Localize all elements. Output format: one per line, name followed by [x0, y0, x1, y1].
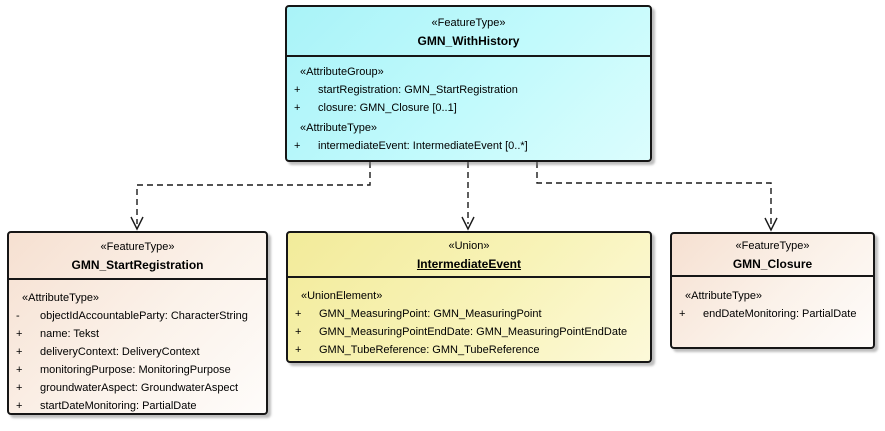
attribute-text: deliveryContext: DeliveryContext — [40, 346, 200, 358]
class-name: GMN_Closure — [732, 257, 813, 271]
attribute-row: + deliveryContext: DeliveryContext — [9, 343, 266, 361]
class-header: «FeatureType» GMN_WithHistory — [287, 7, 650, 57]
attribute-text: closure: GMN_Closure [0..1] — [318, 102, 457, 114]
class-name: GMN_WithHistory — [417, 34, 520, 48]
connector-withhistory-to-closure[interactable] — [536, 162, 778, 232]
attribute-row: + GMN_MeasuringPoint: GMN_MeasuringPoint — [288, 305, 650, 323]
open-arrowhead-icon — [461, 216, 475, 231]
visibility-symbol: + — [294, 84, 301, 96]
class-header: «Union» IntermediateEvent — [288, 233, 650, 278]
section-heading: «AttributeType» — [22, 292, 100, 304]
attribute-text: objectIdAccountableParty: CharacterStrin… — [40, 310, 248, 322]
connector-withhistory-to-intermediateevent[interactable] — [461, 162, 475, 231]
attribute-text: monitoringPurpose: MonitoringPurpose — [40, 364, 231, 376]
attribute-text: GMN_MeasuringPoint: GMN_MeasuringPoint — [319, 308, 542, 320]
attribute-text: GMN_MeasuringPointEndDate: GMN_Measuring… — [319, 326, 628, 338]
attribute-text: startRegistration: GMN_StartRegistration — [318, 84, 518, 96]
attribute-text: groundwaterAspect: GroundwaterAspect — [40, 382, 239, 394]
uml-class-gmn-startregistration[interactable]: «FeatureType» GMN_StartRegistration «Att… — [7, 231, 268, 415]
section-heading: «AttributeGroup» — [300, 66, 384, 78]
attribute-row: + monitoringPurpose: MonitoringPurpose — [9, 361, 266, 379]
class-attributes: «AttributeType» - objectIdAccountablePar… — [9, 280, 266, 415]
uml-class-gmn-withhistory[interactable]: «FeatureType» GMN_WithHistory «Attribute… — [285, 5, 652, 162]
visibility-symbol: + — [16, 382, 23, 394]
attribute-row: + endDateMonitoring: PartialDate — [672, 305, 873, 323]
attribute-text: startDateMonitoring: PartialDate — [40, 400, 197, 412]
stereotype-label: «FeatureType» — [100, 241, 175, 253]
attribute-row: + startDateMonitoring: PartialDate — [9, 397, 266, 415]
attribute-row: + intermediateEvent: IntermediateEvent [… — [287, 137, 650, 155]
attribute-row: + GMN_MeasuringPointEndDate: GMN_Measuri… — [288, 323, 650, 341]
class-name: GMN_StartRegistration — [71, 258, 204, 272]
open-arrowhead-icon — [764, 217, 778, 232]
visibility-symbol: + — [294, 140, 301, 152]
stereotype-label: «Union» — [448, 240, 490, 252]
stereotype-label: «FeatureType» — [735, 240, 810, 252]
visibility-symbol: + — [16, 328, 23, 340]
visibility-symbol: + — [16, 346, 23, 358]
attribute-row: + startRegistration: GMN_StartRegistrati… — [287, 81, 650, 99]
stereotype-label: «FeatureType» — [431, 17, 506, 29]
section-heading: «UnionElement» — [301, 290, 383, 302]
visibility-symbol: - — [16, 310, 20, 322]
visibility-symbol: + — [16, 400, 23, 412]
class-attributes: «AttributeType» + endDateMonitoring: Par… — [672, 277, 873, 323]
class-header: «FeatureType» GMN_Closure — [672, 234, 873, 277]
uml-class-gmn-closure[interactable]: «FeatureType» GMN_Closure «AttributeType… — [670, 232, 875, 349]
visibility-symbol: + — [295, 344, 302, 356]
open-arrowhead-icon — [130, 216, 144, 231]
section-heading: «AttributeType» — [685, 290, 763, 302]
attribute-row: + GMN_TubeReference: GMN_TubeReference — [288, 341, 650, 359]
attribute-row: + name: Tekst — [9, 325, 266, 343]
class-name: IntermediateEvent — [416, 257, 522, 271]
visibility-symbol: + — [295, 308, 302, 320]
attribute-row: - objectIdAccountableParty: CharacterStr… — [9, 307, 266, 325]
connector-withhistory-to-startregistration[interactable] — [130, 162, 371, 231]
visibility-symbol: + — [295, 326, 302, 338]
attribute-row: + closure: GMN_Closure [0..1] — [287, 99, 650, 117]
attribute-text: name: Tekst — [40, 328, 100, 340]
class-attributes: «AttributeGroup» + startRegistration: GM… — [287, 57, 650, 155]
class-attributes: «UnionElement» + GMN_MeasuringPoint: GMN… — [288, 278, 650, 359]
attribute-text: intermediateEvent: IntermediateEvent [0.… — [318, 140, 528, 152]
attribute-row: + groundwaterAspect: GroundwaterAspect — [9, 379, 266, 397]
class-header: «FeatureType» GMN_StartRegistration — [9, 233, 266, 280]
visibility-symbol: + — [294, 102, 301, 114]
uml-class-intermediateevent[interactable]: «Union» IntermediateEvent «UnionElement»… — [286, 231, 652, 363]
visibility-symbol: + — [679, 308, 686, 320]
attribute-text: endDateMonitoring: PartialDate — [703, 308, 857, 320]
attribute-text: GMN_TubeReference: GMN_TubeReference — [319, 344, 540, 356]
visibility-symbol: + — [16, 364, 23, 376]
section-heading: «AttributeType» — [300, 122, 378, 134]
